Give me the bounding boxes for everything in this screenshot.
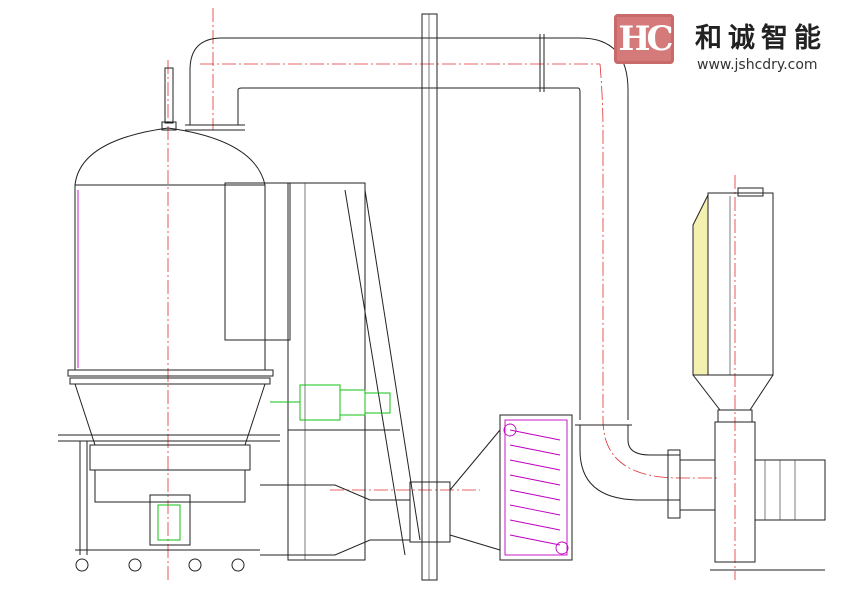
top-duct bbox=[185, 34, 716, 519]
logo-mark: HC bbox=[618, 19, 673, 59]
inlet-tower bbox=[260, 182, 501, 561]
center-lines bbox=[167, 8, 736, 580]
support-column bbox=[421, 13, 438, 581]
bag-filter bbox=[692, 187, 774, 423]
exhaust-fan bbox=[710, 421, 826, 571]
gear-motor bbox=[270, 384, 391, 421]
fluid-bed-vessel bbox=[58, 67, 280, 572]
side-cabinet bbox=[224, 182, 291, 341]
heat-exchanger bbox=[499, 414, 573, 561]
company-website: www.jshcdry.com bbox=[697, 57, 818, 73]
company-logo: HC bbox=[614, 14, 674, 64]
company-name: 和诚智能 bbox=[695, 23, 827, 54]
